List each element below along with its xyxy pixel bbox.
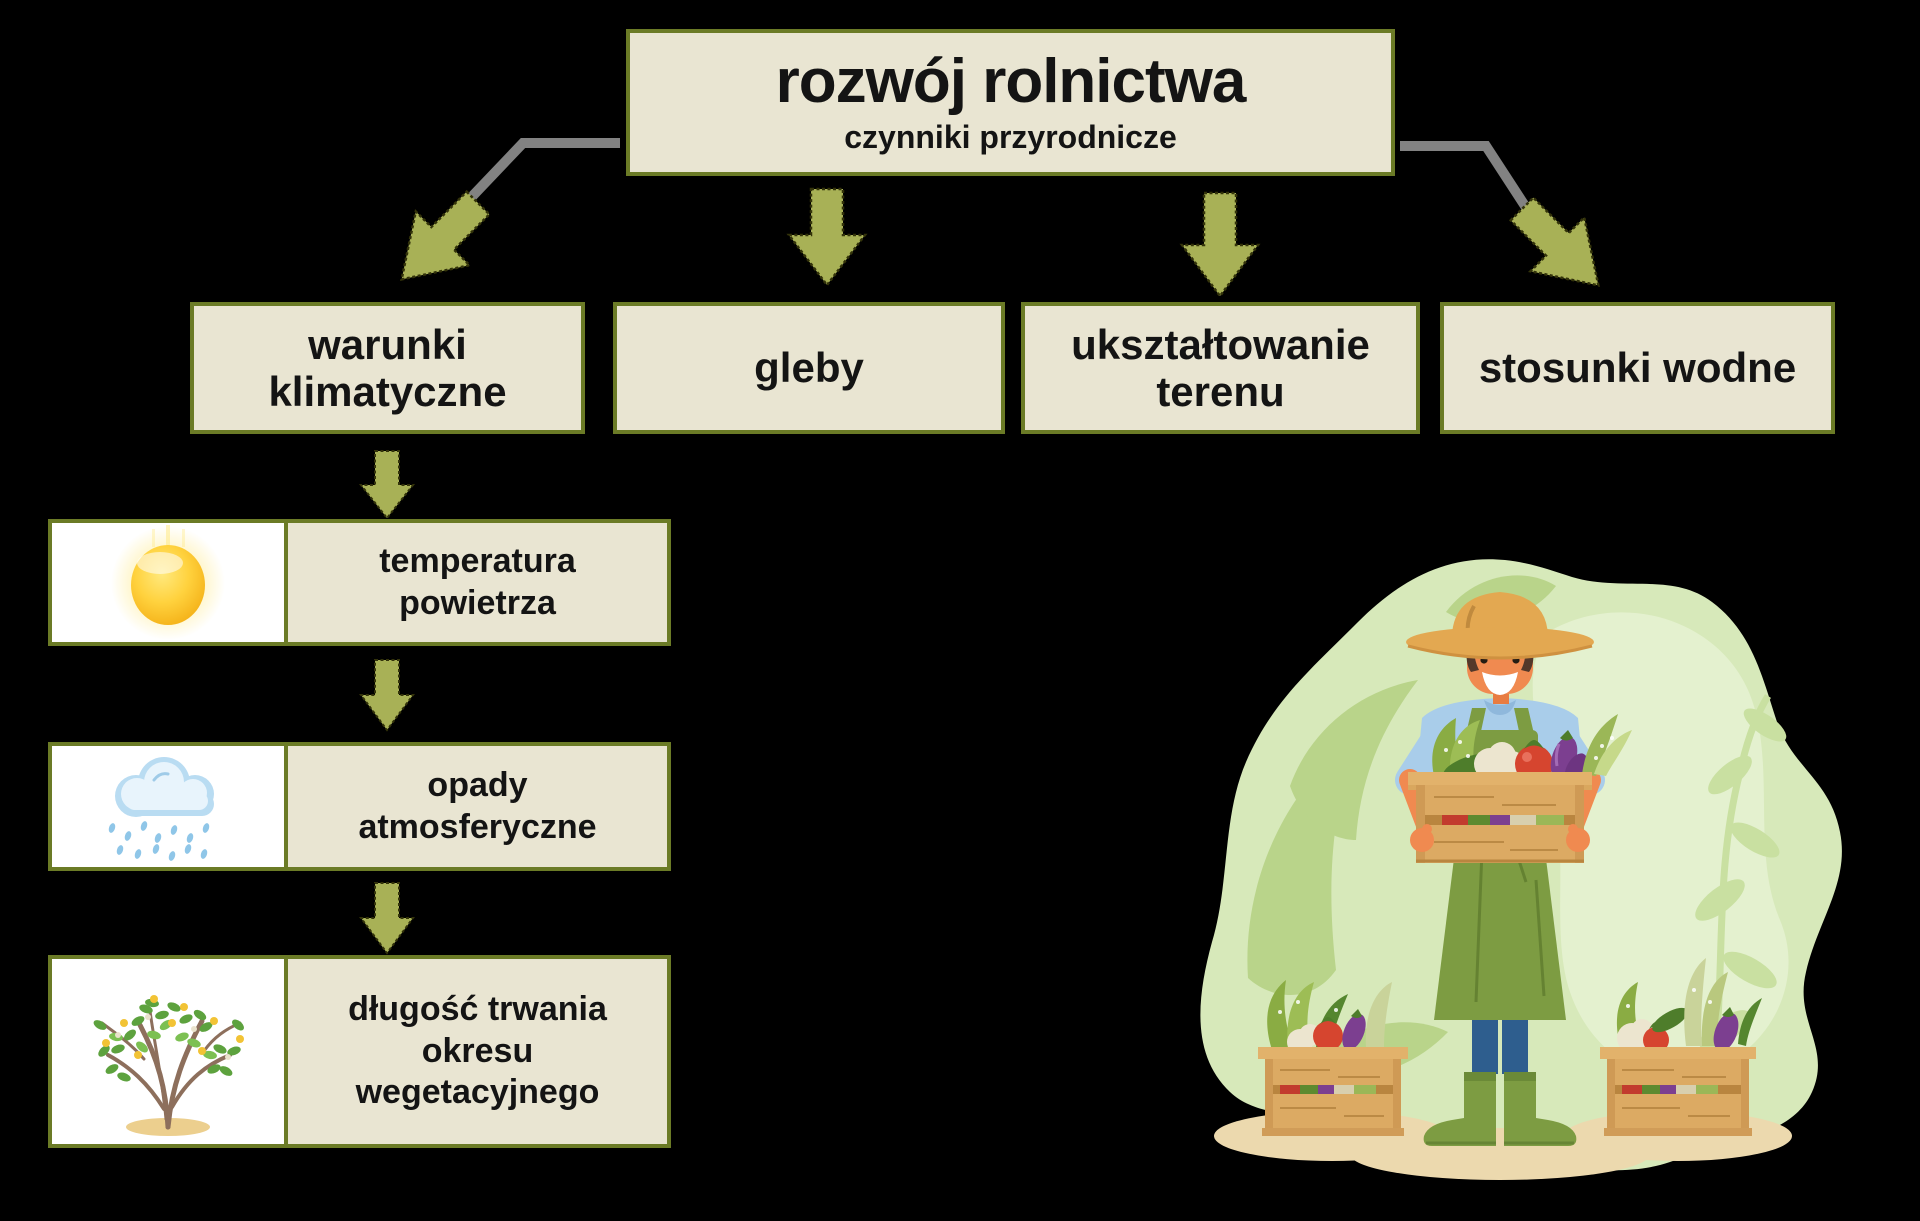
factor-box-gleby: gleby: [613, 302, 1005, 434]
chain-row-temperatura: temperatura powietrza: [48, 519, 671, 646]
arrow-chain-2-icon: [359, 659, 415, 732]
arrow-chain-1-icon: [358, 450, 416, 520]
factor-box-stosunki-wodne: stosunki wodne: [1440, 302, 1835, 434]
held-crate: [1408, 772, 1592, 863]
chain-row-wegetacja: długość trwania okresu wegetacyjnego: [48, 955, 671, 1148]
connector-left: [460, 138, 620, 209]
sun-icon: [111, 525, 225, 640]
factor-box-uksztaltowanie-terenu: ukształtowanie terenu: [1021, 302, 1420, 434]
farmer-illustration: [1200, 559, 1842, 1180]
chain-row-opady: opady atmosferyczne: [48, 742, 671, 871]
connector-right: [1400, 141, 1532, 212]
chain-label-opady: opady atmosferyczne: [358, 766, 597, 846]
root-box: rozwój rolnictwa czynniki przyrodnicze: [626, 29, 1395, 176]
rain-cloud-icon: [108, 757, 214, 861]
page-subtitle: czynniki przyrodnicze: [844, 118, 1177, 155]
factor-label: gleby: [754, 344, 864, 392]
crate-vegetables: [1432, 714, 1632, 783]
arrow-chain-3-icon: [359, 882, 415, 955]
vegetable-crate-left: [1258, 980, 1408, 1136]
chain-label-wegetacja: długość trwania okresu wegetacyjnego: [348, 990, 607, 1112]
farmer: [1395, 592, 1632, 1146]
factor-box-warunki-klimatyczne: warunki klimatyczne: [190, 302, 585, 434]
arrow-diagonal-right-icon: [1508, 195, 1600, 287]
vegetable-crate-right: [1600, 958, 1762, 1136]
factor-label: warunki klimatyczne: [268, 320, 507, 415]
arrow-down-uksztaltowanie-icon: [1179, 191, 1261, 299]
page-title: rozwój rolnictwa: [775, 46, 1247, 116]
factor-label: ukształtowanie terenu: [1071, 320, 1370, 415]
arrow-diagonal-left-icon: [400, 189, 492, 281]
chain-label-temperatura: temperatura powietrza: [379, 542, 576, 622]
arrow-down-gleby-icon: [786, 187, 868, 288]
factor-label: stosunki wodne: [1478, 344, 1797, 392]
flowering-bush-icon: [93, 995, 244, 1136]
